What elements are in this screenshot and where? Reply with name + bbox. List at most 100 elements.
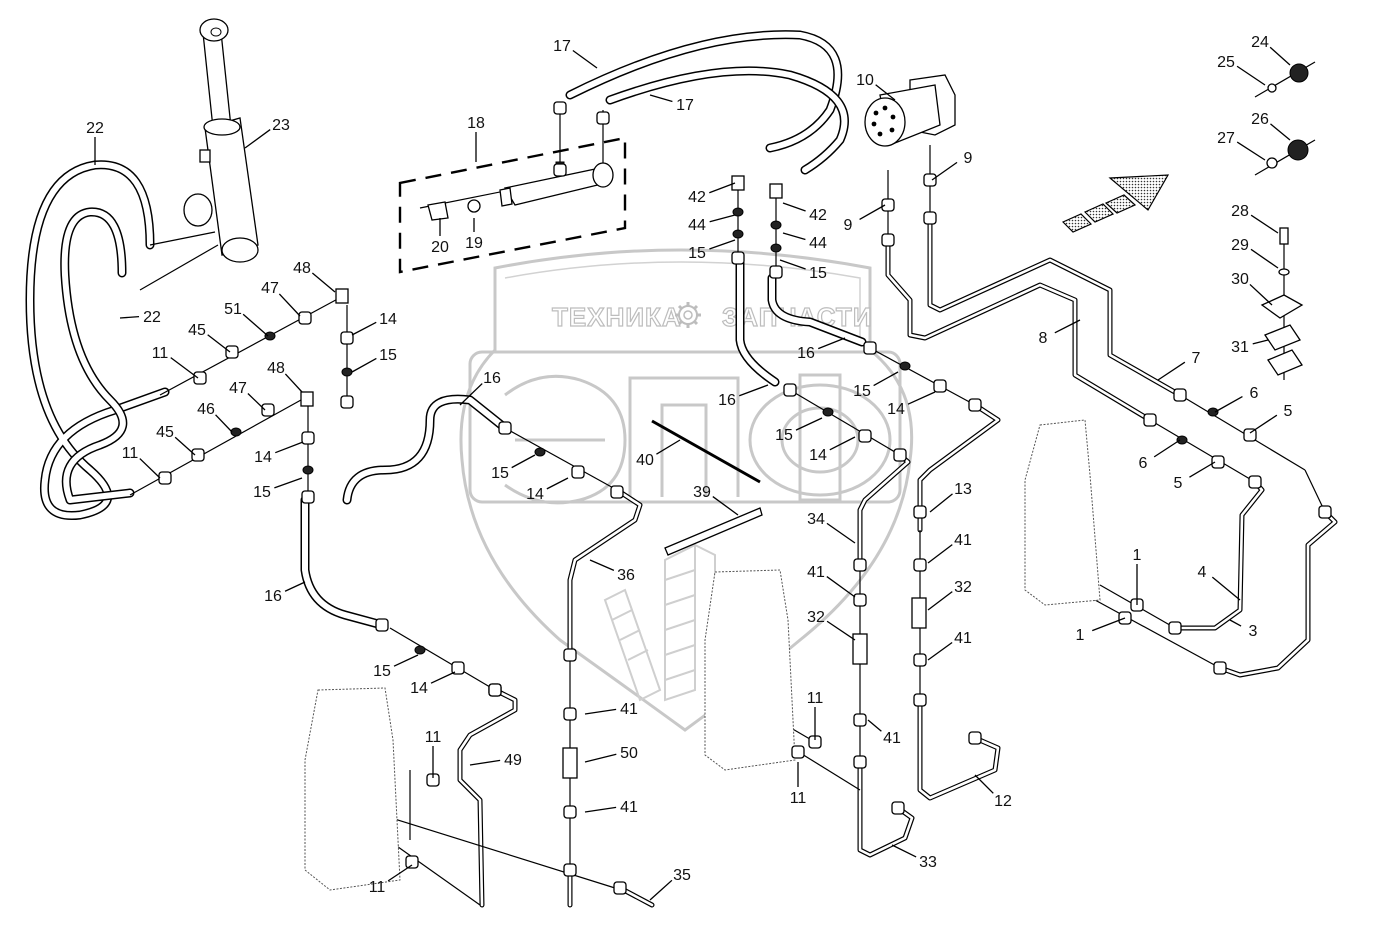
leader-line	[242, 313, 269, 337]
seal-ring	[770, 220, 782, 230]
leader-line	[1250, 248, 1279, 269]
seal-ring	[899, 361, 911, 371]
hex-nut	[881, 233, 895, 247]
hex-nut	[863, 341, 877, 355]
leader-line	[589, 559, 615, 571]
callout-10: 10	[856, 72, 874, 89]
hex-nut	[571, 465, 585, 479]
hex-nut	[610, 485, 624, 499]
callout-14: 14	[379, 311, 397, 328]
callout-9: 9	[964, 150, 973, 167]
leader-line	[1269, 46, 1291, 66]
hoses	[25, 30, 867, 630]
leader-line	[119, 315, 140, 319]
callout-19: 19	[465, 235, 483, 252]
leader-line	[1250, 214, 1279, 234]
callout-46: 46	[197, 401, 215, 418]
callout-15: 15	[253, 484, 271, 501]
leader-line	[170, 357, 199, 379]
callout-48: 48	[267, 360, 285, 377]
leader-line	[649, 94, 673, 103]
callout-24: 24	[1251, 34, 1269, 51]
hex-nut	[451, 661, 465, 675]
seal-ring	[770, 243, 782, 253]
callout-44: 44	[809, 235, 827, 252]
hex-nut	[923, 173, 937, 187]
seal-ring	[1176, 435, 1188, 445]
callout-14: 14	[254, 449, 272, 466]
callout-47: 47	[261, 280, 279, 297]
callout-11: 11	[807, 690, 824, 707]
callout-14: 14	[809, 447, 827, 464]
callout-17: 17	[676, 97, 694, 114]
leader-line	[817, 337, 846, 350]
leader-line	[859, 204, 886, 220]
leader-line	[867, 719, 882, 732]
hex-nut	[488, 683, 502, 697]
seal-ring	[822, 407, 834, 417]
callout-48: 48	[293, 260, 311, 277]
leader-line	[174, 436, 196, 456]
elbow-fitting	[300, 391, 314, 407]
forward-arrow-icon	[1061, 174, 1170, 233]
leader-line	[927, 544, 953, 564]
callout-1: 1	[1133, 547, 1142, 564]
hydraulic-motor	[864, 74, 956, 147]
hex-nut	[891, 801, 905, 815]
hex-nut	[1243, 428, 1257, 442]
hex-nut	[881, 198, 895, 212]
callout-6: 6	[1139, 455, 1148, 472]
leader-line	[207, 334, 231, 353]
fittings	[158, 101, 1332, 895]
leader-line	[739, 384, 769, 397]
seal-ring	[534, 447, 546, 457]
nuts-top-right	[1260, 63, 1309, 376]
seal-ring	[264, 331, 276, 341]
hex-nut	[563, 648, 577, 662]
callout-11: 11	[369, 879, 386, 896]
callout-15: 15	[373, 663, 391, 680]
leader-line	[572, 49, 598, 69]
seal-ring	[732, 207, 744, 217]
leader-line	[278, 293, 301, 317]
leader-line	[656, 439, 681, 455]
leader-line	[284, 581, 306, 592]
callout-29: 29	[1231, 237, 1249, 254]
callout-42: 42	[809, 207, 827, 224]
leader-line	[247, 393, 266, 411]
hex-nut	[405, 855, 419, 869]
callout-15: 15	[853, 383, 871, 400]
leader-line	[927, 641, 953, 661]
seal-ring	[1207, 407, 1219, 417]
callout-32: 32	[807, 609, 825, 626]
callout-15: 15	[809, 265, 827, 282]
leader-line	[1236, 65, 1266, 86]
tee-fitting-32b	[911, 597, 927, 629]
leader-line	[1214, 395, 1243, 413]
callout-35: 35	[673, 867, 691, 884]
callout-42: 42	[688, 189, 706, 206]
hex-nut	[1211, 455, 1225, 469]
hex-nut	[193, 371, 207, 385]
callout-51: 51	[224, 301, 242, 318]
leader-line	[709, 214, 736, 223]
hex-nut	[553, 101, 567, 115]
callout-22: 22	[143, 309, 161, 326]
callout-17: 17	[553, 38, 571, 55]
hex-nut	[731, 251, 745, 265]
hex-nut	[596, 111, 610, 125]
leader-line	[873, 371, 899, 387]
callout-14: 14	[410, 680, 428, 697]
hex-nut	[563, 805, 577, 819]
seal-ring	[341, 367, 353, 377]
leader-line	[795, 417, 823, 431]
callout-50: 50	[620, 745, 638, 762]
leader-line	[244, 129, 271, 149]
tee-fitting-50	[562, 747, 578, 779]
hex-nut	[1173, 388, 1187, 402]
hex-nut	[913, 505, 927, 519]
callout-11: 11	[425, 729, 442, 746]
hex-nut	[298, 311, 312, 325]
leader-line	[511, 454, 536, 469]
